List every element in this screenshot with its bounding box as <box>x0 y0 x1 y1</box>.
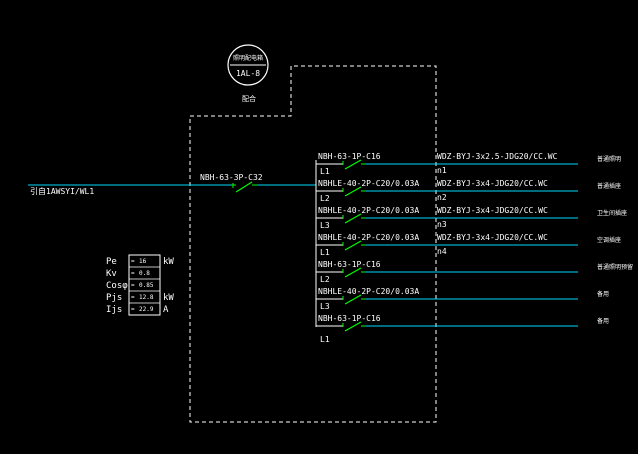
circuit-2-load-label: 普通插座 <box>597 182 621 190</box>
svg-text:=: = <box>131 306 135 313</box>
svg-text:=: = <box>131 294 135 301</box>
circuit-1-load-label: 普通照明 <box>597 155 621 163</box>
panel-name: 照明配电箱 <box>233 54 263 62</box>
param-pjs-value: 12.8 <box>139 294 154 301</box>
circuit-7-phase: L1 <box>320 335 330 344</box>
circuit-7-breaker-label: NBH-63-1P-C16 <box>318 314 381 323</box>
panel-tag: 照明配电箱 1AL-8 配合 <box>227 44 269 103</box>
circuit-2-cable-label: WDZ-BYJ-3x4-JDG20/CC.WC <box>437 179 548 188</box>
breaker-blade <box>344 294 362 305</box>
circuit-2-phase: L2 <box>320 194 330 203</box>
svg-text:=: = <box>131 282 135 289</box>
circuit-1-breaker-label: NBH-63-1P-C16 <box>318 152 381 161</box>
panel-tag-circle <box>227 44 269 86</box>
main-breaker-symbol <box>232 181 258 193</box>
panel-location: 配合 <box>242 94 256 103</box>
circuit-2-breaker-label: NBHLE-40-2P-C20/0.03A <box>318 179 419 188</box>
circuit-5-breaker-symbol <box>342 267 366 278</box>
circuit-2-breaker-symbol <box>342 186 366 197</box>
param-ijs-label: Ijs <box>106 305 122 315</box>
circuit-6-breaker-label: NBHLE-40-2P-C20/0.03A <box>318 287 419 296</box>
outgoing-circuits: NBH-63-1P-C16L1WDZ-BYJ-3x2.5-JDG20/CC.WC… <box>316 152 633 332</box>
main-breaker-label: NBH-63-3P-C32 <box>200 173 263 182</box>
circuit-6: NBHLE-40-2P-C20/0.03A L3 备用 <box>316 287 609 311</box>
circuit-4-phase: L1 <box>320 248 330 257</box>
breaker-blade <box>344 159 362 170</box>
circuit-7-breaker-symbol <box>342 321 366 332</box>
load-table-frame <box>128 254 161 316</box>
load-table: Pe Kv Cosφ Pjs Ijs = = = = = 16 0.8 0.85… <box>106 254 174 316</box>
circuit-1-breaker-symbol <box>342 159 366 170</box>
circuit-7: NBH-63-1P-C16 备用 <box>316 314 609 332</box>
circuit-6-load-label: 备用 <box>597 290 609 298</box>
breaker-blade <box>344 186 362 197</box>
circuit-7-load-label: 备用 <box>597 317 609 325</box>
circuit-5-breaker-label: NBH-63-1P-C16 <box>318 260 381 269</box>
circuit-6-phase: L3 <box>320 302 330 311</box>
circuit-4: NBHLE-40-2P-C20/0.03A L1 WDZ-BYJ-3x4-JDG20… <box>316 233 621 257</box>
incoming-feeder: 引自1AWSYI/WL1 NBH-63-3P-C32 <box>28 173 316 196</box>
circuit-5-phase: L2 <box>320 275 330 284</box>
circuit-3-cable-label: WDZ-BYJ-3x4-JDG20/CC.WC <box>437 206 548 215</box>
circuit-1-id: n1 <box>437 166 447 175</box>
svg-text:=: = <box>131 270 135 277</box>
circuit-5-load-label: 普通照明预留 <box>597 263 633 271</box>
circuit-3-breaker-label: NBHLE-40-2P-C20/0.03A <box>318 206 419 215</box>
circuit-1-cable-label: WDZ-BYJ-3x2.5-JDG20/CC.WC <box>437 152 558 161</box>
param-pjs-unit: kW <box>163 293 174 303</box>
breaker-blade <box>344 240 362 251</box>
param-ijs-unit: A <box>163 305 169 315</box>
circuit-3-breaker-symbol <box>342 213 366 224</box>
circuit-3-phase: L3 <box>320 221 330 230</box>
circuit-2-id: n2 <box>437 193 447 202</box>
breaker-blade <box>344 321 362 332</box>
panel-enclosure <box>189 65 437 423</box>
circuit-3-load-label: 卫生间插座 <box>597 209 627 217</box>
param-kv-label: Kv <box>106 269 117 279</box>
circuit-1-phase: L1 <box>320 167 330 176</box>
circuit-4-load-label: 空调插座 <box>597 236 621 244</box>
circuit-6-breaker-symbol <box>342 294 366 305</box>
param-cos-label: Cosφ <box>106 281 128 291</box>
param-pe-label: Pe <box>106 257 117 267</box>
circuit-3-id: n3 <box>437 220 447 229</box>
param-pe-unit: kW <box>163 257 174 267</box>
param-cos-value: 0.85 <box>139 282 154 289</box>
svg-text:=: = <box>131 258 135 265</box>
circuit-3: NBHLE-40-2P-C20/0.03A L3 WDZ-BYJ-3x4-JDG20… <box>316 206 627 230</box>
breaker-blade <box>344 213 362 224</box>
param-kv-value: 0.8 <box>139 270 150 277</box>
circuit-4-breaker-symbol <box>342 240 366 251</box>
breaker-blade <box>344 267 362 278</box>
circuit-2: NBHLE-40-2P-C20/0.03A L2 WDZ-BYJ-3x4-JDG20… <box>316 179 621 203</box>
panel-id: 1AL-8 <box>236 69 260 78</box>
circuit-4-cable-label: WDZ-BYJ-3x4-JDG20/CC.WC <box>437 233 548 242</box>
param-pe-value: 16 <box>139 258 147 265</box>
param-ijs-value: 22.9 <box>139 306 154 313</box>
circuit-4-breaker-label: NBHLE-40-2P-C20/0.03A <box>318 233 419 242</box>
param-pjs-label: Pjs <box>106 293 122 303</box>
incoming-source-label: 引自1AWSYI/WL1 <box>30 186 94 196</box>
circuit-4-id: n4 <box>437 247 447 256</box>
